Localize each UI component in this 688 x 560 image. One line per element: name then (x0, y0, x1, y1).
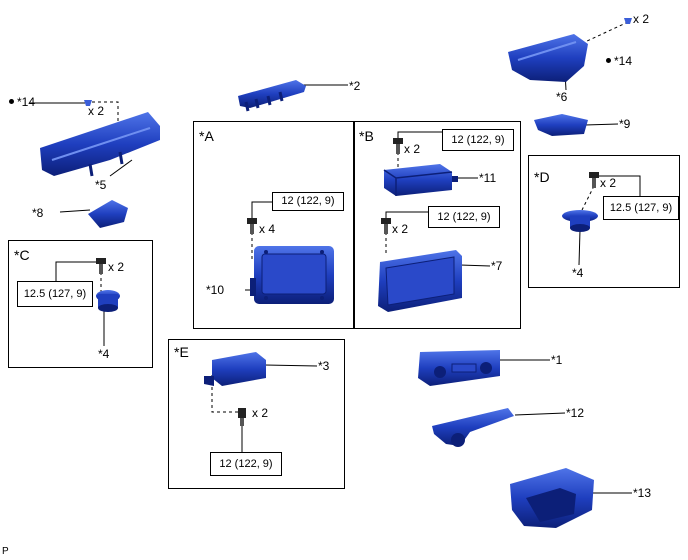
part-10-display (250, 246, 334, 304)
view-b-box (353, 121, 521, 329)
qty-a: x 4 (259, 222, 276, 236)
torque-b2: 12 (122, 9) (428, 206, 500, 228)
label-part-9: *9 (619, 117, 631, 131)
part-4-d-bracket (562, 210, 598, 232)
label-part-7: *7 (491, 259, 503, 273)
marker-dot-left (9, 99, 14, 104)
label-part-6: *6 (556, 90, 568, 104)
part-5-garnish (40, 112, 160, 177)
clip-left (84, 100, 92, 106)
view-label-e: *E (174, 344, 189, 360)
qty-d: x 2 (600, 176, 617, 190)
part-3-module (204, 352, 266, 386)
qty-clip-right: x 2 (633, 12, 650, 26)
marker-dot-right (606, 58, 611, 63)
label-part-4-c: *4 (98, 347, 110, 361)
bolt-d (589, 172, 599, 188)
label-part-14-right: *14 (614, 54, 633, 68)
part-6-panel (508, 34, 588, 82)
torque-e: 12 (122, 9) (210, 452, 282, 476)
part-8-cover (88, 200, 128, 228)
view-e-box (168, 339, 345, 489)
part-7-display (378, 250, 462, 312)
label-part-1: *1 (551, 353, 563, 367)
part-12-bracket (432, 408, 514, 447)
label-part-10: *10 (206, 283, 225, 297)
torque-c: 12.5 (127, 9) (17, 281, 93, 307)
view-a-box (193, 121, 355, 329)
qty-b2: x 2 (392, 222, 409, 236)
bolt-c (96, 258, 106, 274)
label-part-5: *5 (95, 178, 107, 192)
qty-clip-left: x 2 (88, 104, 105, 118)
part-2-bracket (238, 80, 306, 112)
footer-code: P (2, 546, 9, 557)
label-part-13: *13 (633, 486, 652, 500)
label-part-4-d: *4 (572, 266, 584, 280)
bolt-a (247, 218, 257, 234)
torque-a: 12 (122, 9) (272, 192, 344, 211)
clip-right (624, 18, 632, 24)
part-4-c-bracket (96, 290, 120, 312)
label-part-2: *2 (349, 79, 361, 93)
torque-d: 12.5 (127, 9) (603, 196, 679, 220)
view-c-box (8, 240, 153, 368)
torque-b1: 12 (122, 9) (442, 129, 514, 151)
bolt-e (238, 408, 246, 426)
label-part-14-left: *14 (17, 95, 36, 109)
bolt-b1 (393, 138, 403, 154)
part-1-panel (418, 350, 500, 386)
label-part-3: *3 (318, 359, 330, 373)
bolts (84, 18, 632, 426)
install-lines (92, 21, 629, 413)
qty-b1: x 2 (404, 142, 421, 156)
view-label-c: *C (14, 247, 30, 263)
bolt-b2 (381, 218, 391, 234)
label-part-11: *11 (479, 171, 497, 185)
view-label-a: *A (199, 128, 214, 144)
view-d-box (528, 155, 680, 288)
part-11-unit (383, 164, 458, 196)
part-13-tray (510, 468, 594, 528)
qty-e: x 2 (252, 406, 269, 420)
label-part-8: *8 (32, 206, 44, 220)
part-9-cover (534, 114, 588, 136)
view-label-d: *D (534, 169, 550, 185)
qty-c: x 2 (108, 260, 125, 274)
view-label-b: *B (359, 128, 374, 144)
label-part-12: *12 (566, 406, 585, 420)
